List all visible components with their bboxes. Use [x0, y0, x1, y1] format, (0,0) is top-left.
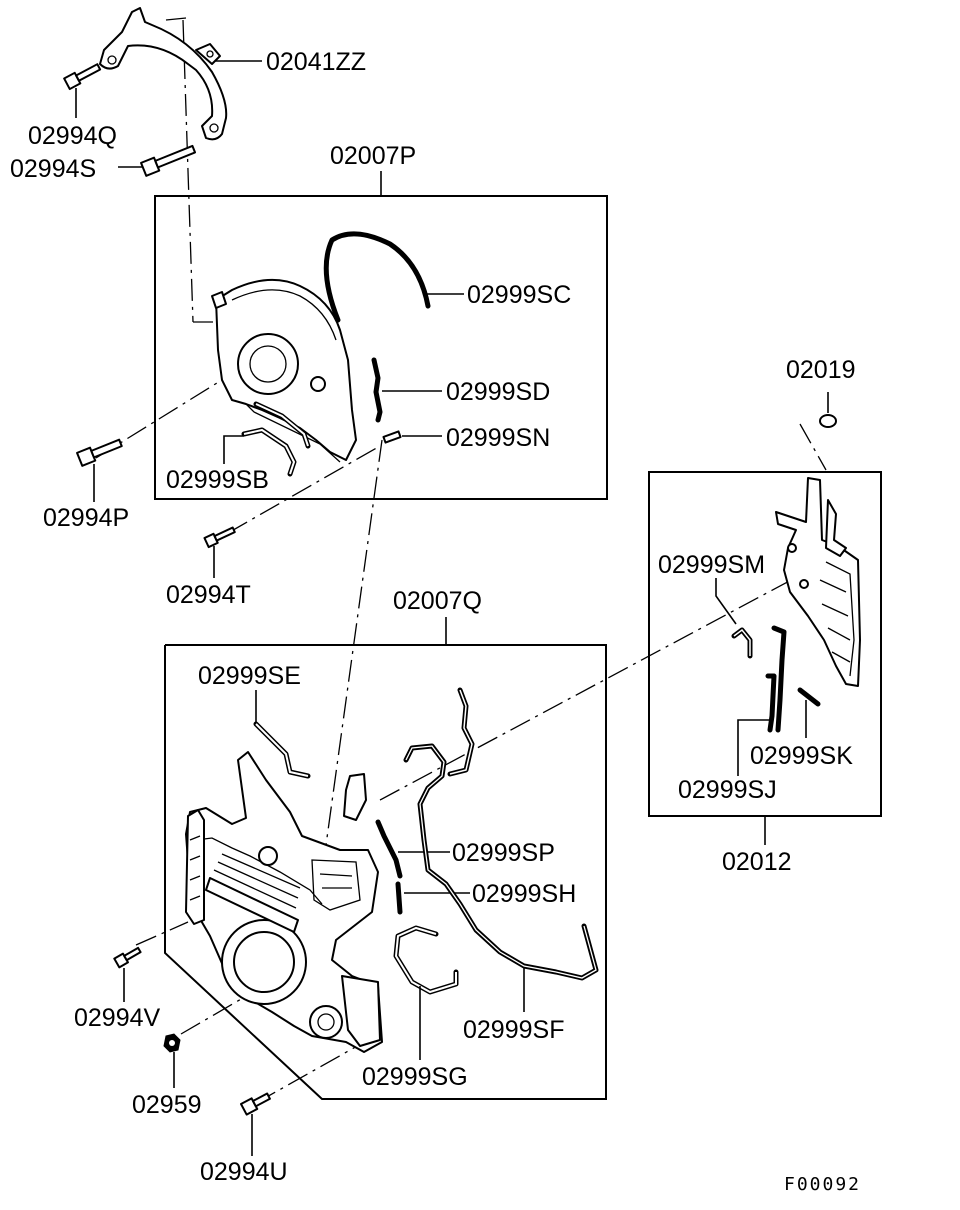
- label-gasket-sk: 02999SK: [750, 742, 853, 770]
- part-labels: 02041ZZ 02994Q 02994S 02007P 02999SC 029…: [10, 48, 861, 1195]
- gasket-sk-part: [797, 687, 821, 707]
- label-rear-cover-kit: 02012: [722, 848, 792, 876]
- label-gasket-sj: 02999SJ: [678, 776, 777, 804]
- label-bolt-q: 02994Q: [28, 122, 117, 150]
- gasket-se-part: [253, 721, 311, 779]
- gasket-sg-part: [393, 925, 459, 995]
- label-nut: 02959: [132, 1091, 202, 1119]
- label-gasket-sp: 02999SP: [452, 839, 555, 867]
- label-gasket-sm: 02999SM: [658, 551, 765, 579]
- label-gasket-sg: 02999SG: [362, 1063, 468, 1091]
- label-lower-cover-kit: 02007Q: [393, 587, 482, 615]
- label-gasket-sb: 02999SB: [166, 466, 269, 494]
- bolt-t-part: [203, 526, 236, 549]
- label-plug: 02019: [786, 356, 856, 384]
- label-gasket-sn: 02999SN: [446, 424, 550, 452]
- plug-part: [819, 414, 837, 428]
- label-upper-cover-kit: 02007P: [330, 142, 416, 170]
- label-bolt-s: 02994S: [10, 155, 96, 183]
- label-bolt-t: 02994T: [166, 581, 251, 609]
- label-gasket-se: 02999SE: [198, 662, 301, 690]
- bolt-s-part: [140, 144, 197, 177]
- gasket-sj-part: [765, 625, 787, 733]
- label-bolt-u: 02994U: [200, 1158, 288, 1186]
- label-bracket: 02041ZZ: [266, 48, 366, 76]
- bolt-p-part: [76, 438, 123, 467]
- lower-cover-kit-box: [164, 644, 607, 1100]
- bolt-u-part: [240, 1092, 271, 1116]
- gasket-sf-part: [403, 743, 599, 981]
- bolt-v-part: [113, 946, 142, 969]
- label-bolt-p: 02994P: [43, 504, 129, 532]
- gasket-sp-part: [375, 687, 475, 879]
- label-gasket-sd: 02999SD: [446, 378, 550, 406]
- nut-part: [163, 1033, 181, 1053]
- gasket-sc-part: [323, 231, 431, 323]
- gasket-sh-part: [395, 881, 403, 915]
- gasket-sd-part: [371, 357, 383, 423]
- diagram-reference-code: F00092: [784, 1174, 861, 1195]
- label-gasket-sh: 02999SH: [472, 880, 576, 908]
- upper-timing-cover-part: [211, 278, 357, 463]
- gasket-sm-leader: [715, 578, 737, 625]
- gasket-sn-part: [382, 430, 402, 444]
- rear-timing-cover-part: [775, 477, 861, 687]
- lower-timing-cover-part: [185, 751, 383, 1053]
- gasket-sb-leader: [223, 435, 244, 464]
- bracket-part: [99, 7, 228, 141]
- label-bolt-v: 02994V: [74, 1004, 161, 1032]
- alignment-lines: [95, 17, 837, 1104]
- gasket-sj-leader: [737, 719, 772, 776]
- bolt-q-part: [63, 63, 102, 91]
- label-gasket-sf: 02999SF: [463, 1016, 564, 1044]
- label-gasket-sc: 02999SC: [467, 281, 571, 309]
- gasket-sb-part: [241, 401, 311, 477]
